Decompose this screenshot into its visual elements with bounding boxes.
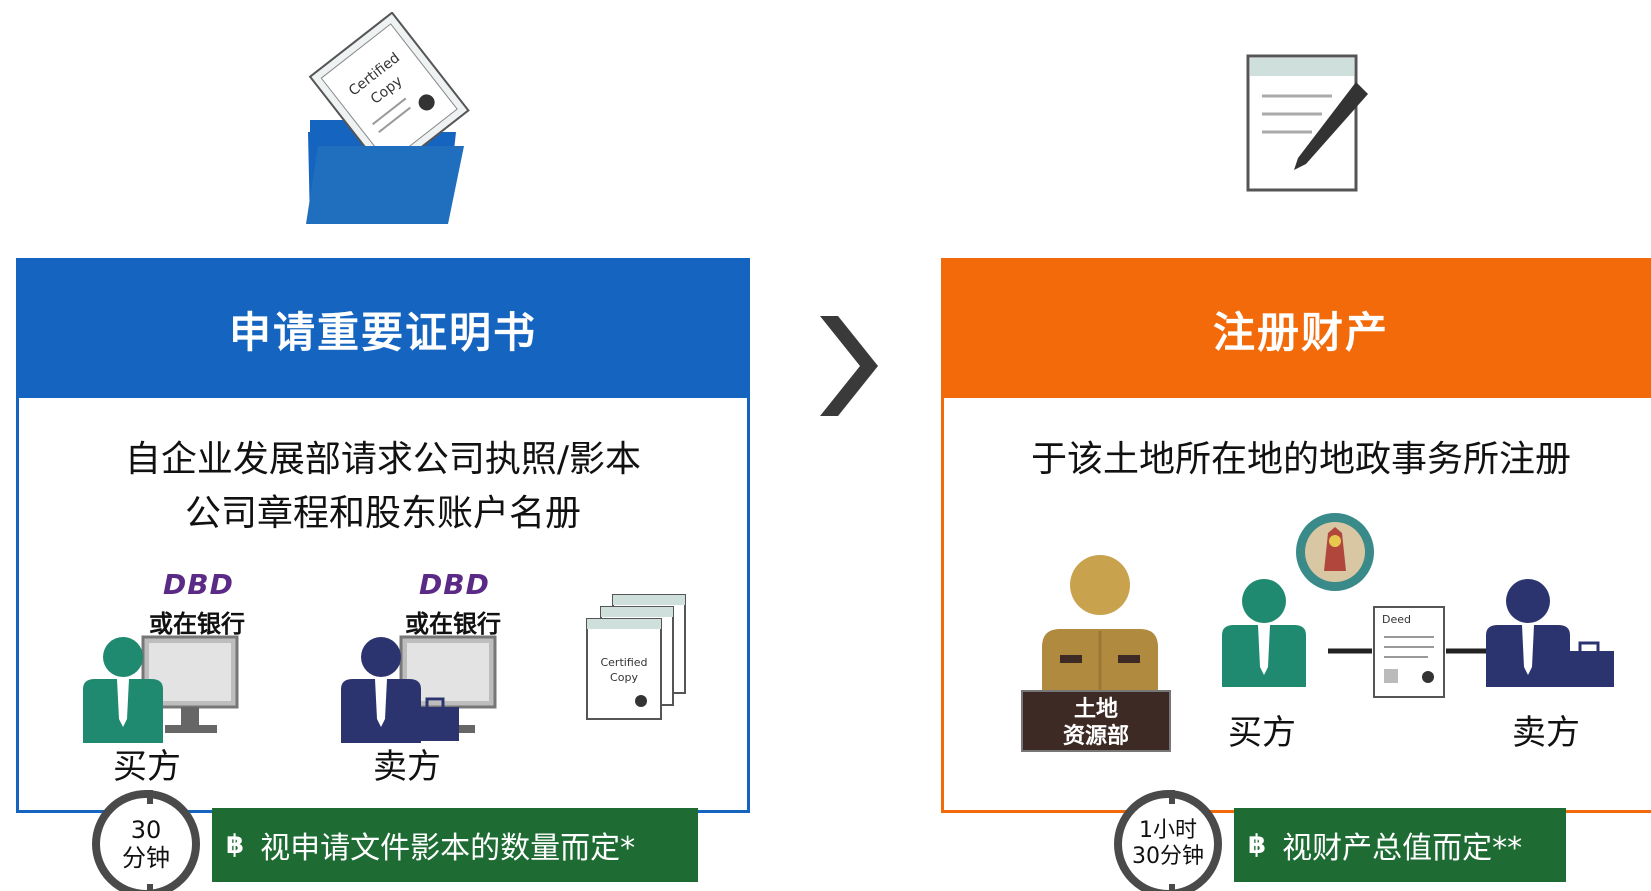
department-line-1: 土地: [1073, 697, 1118, 722]
seller-person-icon: [1486, 579, 1614, 687]
duration-timer: 30 分钟: [92, 790, 200, 891]
description-line-1: 自企业发展部请求公司执照/影本: [124, 439, 642, 480]
svg-text:Deed: Deed: [1382, 613, 1411, 626]
step-card-certificates: 申请重要证明书 自企业发展部请求公司执照/影本 公司章程和股东账户名册 DBD …: [16, 258, 750, 813]
step-card-register-property: 注册财产 于该土地所在地的地政事务所注册 买方 Deed: [941, 258, 1651, 813]
timer-line-1: 30: [130, 816, 162, 844]
seller-computer-icon: [341, 635, 497, 743]
land-department-label: 土地 资源部: [1021, 690, 1171, 752]
baht-icon: ฿: [226, 830, 245, 860]
svg-text:Certified: Certified: [600, 656, 647, 669]
step-description: 于该土地所在地的地政事务所注册: [1030, 439, 1571, 480]
cost-text: 视申请文件影本的数量而定*: [260, 831, 636, 866]
description-line-2: 公司章程和股东账户名册: [184, 493, 581, 534]
document-pen-icon: [1246, 54, 1368, 192]
buyer-label: 买方: [1228, 713, 1296, 753]
deed-transfer-icon: Deed: [1328, 606, 1512, 698]
step-description: 自企业发展部请求公司执照/影本 公司章程和股东账户名册: [19, 433, 747, 541]
buyer-computer-icon: [83, 635, 239, 743]
cost-badge: ฿ 视财产总值而定**: [1234, 808, 1566, 882]
dbd-logo: DBD: [419, 568, 490, 601]
land-officer-icon: [1042, 555, 1158, 701]
buyer-person-icon: [1222, 579, 1306, 687]
cost-badge: ฿ 视申请文件影本的数量而定*: [212, 808, 698, 882]
timer-line-2: 30分钟: [1132, 844, 1204, 869]
buyer-label: 买方: [113, 747, 181, 787]
step-title: 申请重要证明书: [19, 261, 747, 398]
step-title: 注册财产: [944, 261, 1651, 398]
seller-label: 卖方: [373, 747, 441, 787]
seller-label: 卖方: [1512, 713, 1580, 753]
government-seal-icon: [1296, 513, 1374, 591]
dbd-logo: DBD: [163, 568, 234, 601]
timer-line-2: 分钟: [122, 844, 170, 872]
chevron-right-icon: [820, 316, 878, 416]
cost-text: 视财产总值而定**: [1282, 831, 1523, 866]
or-bank-label: 或在银行: [405, 610, 501, 638]
duration-timer: 1小时 30分钟: [1114, 790, 1222, 891]
baht-icon: ฿: [1248, 830, 1267, 860]
svg-text:Copy: Copy: [610, 671, 638, 684]
department-line-2: 资源部: [1062, 724, 1129, 749]
or-bank-label: 或在银行: [149, 610, 245, 638]
timer-line-1: 1小时: [1139, 818, 1197, 843]
certified-copies-stack-icon: Certified Copy: [586, 594, 686, 720]
certified-copy-folder-icon: Certified Copy: [306, 12, 470, 224]
